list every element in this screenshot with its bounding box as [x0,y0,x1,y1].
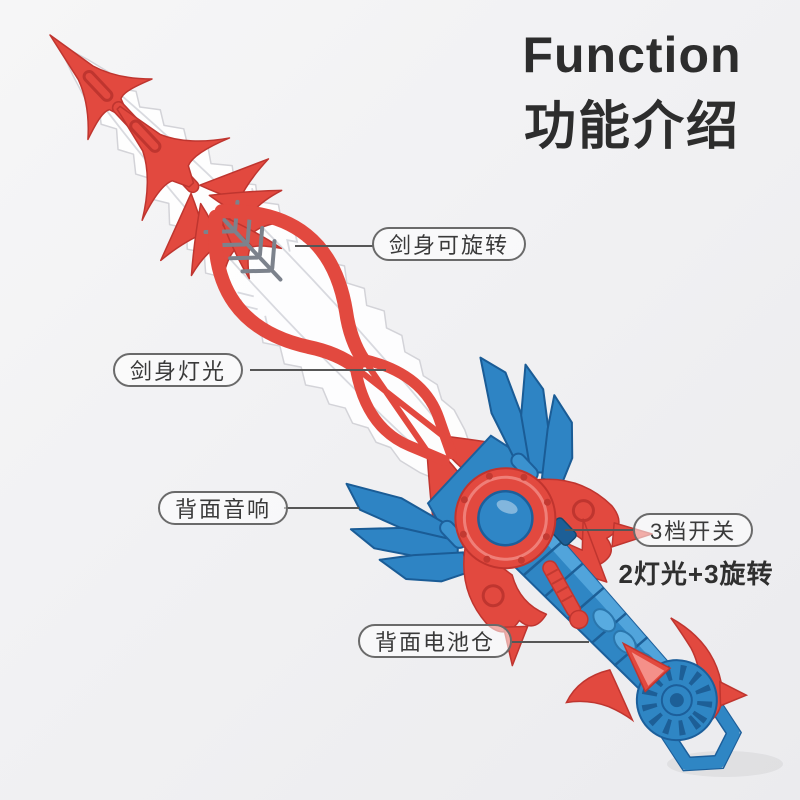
pommel [565,617,749,742]
callout-blade-light: 剑身灯光 [113,353,244,387]
leader-line-back-speaker [284,507,359,509]
callout-battery: 背面电池仓 [358,624,513,658]
handle-red-pin [542,560,589,630]
leader-line-blade-light [250,369,386,371]
leader-line-blade-rotate [295,245,373,247]
second-barb [116,105,231,221]
red-braid [208,204,457,467]
callout-blade-rotate: 剑身可旋转 [372,227,527,261]
callout-mode-switch-note: 2灯光+3旋转 [618,559,774,589]
guard-hub [454,467,557,570]
callout-back-speaker: 背面音响 [158,491,289,525]
title-block: Function 功能介绍 [502,28,762,156]
leader-line-mode-switch [565,529,633,531]
leader-line-battery [512,641,589,643]
page-title-zh: 功能介绍 [523,98,740,156]
page-title-en: Function [522,27,742,83]
callout-mode-switch: 3档开关 [633,513,754,547]
